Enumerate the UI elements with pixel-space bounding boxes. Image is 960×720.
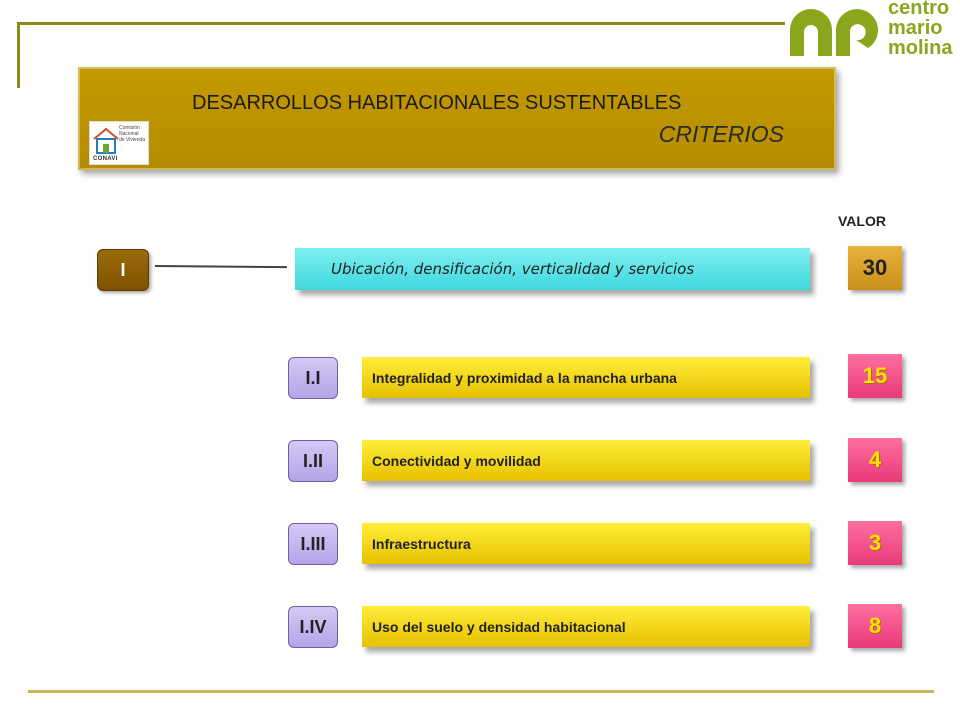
title-banner [78,67,836,170]
sub-criterion-code: I.IV [288,606,338,648]
logo-wordmark: centro mario molina [888,0,952,58]
page-title: DESARROLLOS HABITACIONALES SUSTENTABLES [192,92,682,114]
sub-criterion-value: 15 [848,354,902,398]
conavi-caption: Comisión Nacional de Vivienda [119,125,145,143]
frame-vertical-rule [17,22,20,88]
frame-horizontal-rule [17,22,785,25]
sub-criterion-label: Uso del suelo y densidad habitacional [372,618,626,635]
sub-criterion-label: Integralidad y proximidad a la mancha ur… [372,369,677,386]
main-criterion-bar: Ubicación, densificación, verticalidad y… [295,248,810,290]
sub-criterion-value: 8 [848,604,902,648]
footer-rule [28,690,934,693]
page-subtitle: CRITERIOS [658,121,784,147]
main-criterion-code: I [97,249,149,291]
connector-line [154,265,288,269]
conavi-logo: Comisión Nacional de Vivienda CONAVI [89,121,149,165]
sub-criterion-value: 3 [848,521,902,565]
main-criterion-label: Ubicación, densificación, verticalidad y… [331,260,695,278]
conavi-caption-line: Nacional [119,131,139,137]
sub-criterion-label: Infraestructura [372,535,471,552]
sub-criterion-code: I.II [288,440,338,482]
sub-criterion-bar: Conectividad y movilidad [362,440,810,481]
valor-column-header: VALOR [838,213,886,229]
conavi-caption-line: de Vivienda [119,137,146,143]
logo-line: mario [888,17,943,39]
sub-criterion-code: I.III [288,523,338,565]
house-icon [93,127,119,154]
sub-criterion-value: 4 [848,438,902,482]
centro-mario-molina-logo-icon [790,9,878,57]
sub-criterion-code: I.I [288,357,338,399]
conavi-caption-line: Comisión [119,125,140,131]
sub-criterion-bar: Integralidad y proximidad a la mancha ur… [362,357,810,398]
sub-criterion-bar: Infraestructura [362,523,810,564]
sub-criterion-bar: Uso del suelo y densidad habitacional [362,606,810,647]
main-criterion-value: 30 [848,246,902,290]
conavi-brand: CONAVI [93,156,118,162]
logo-line: molina [888,37,953,59]
logo-line: centro [888,0,950,19]
sub-criterion-label: Conectividad y movilidad [372,452,541,469]
